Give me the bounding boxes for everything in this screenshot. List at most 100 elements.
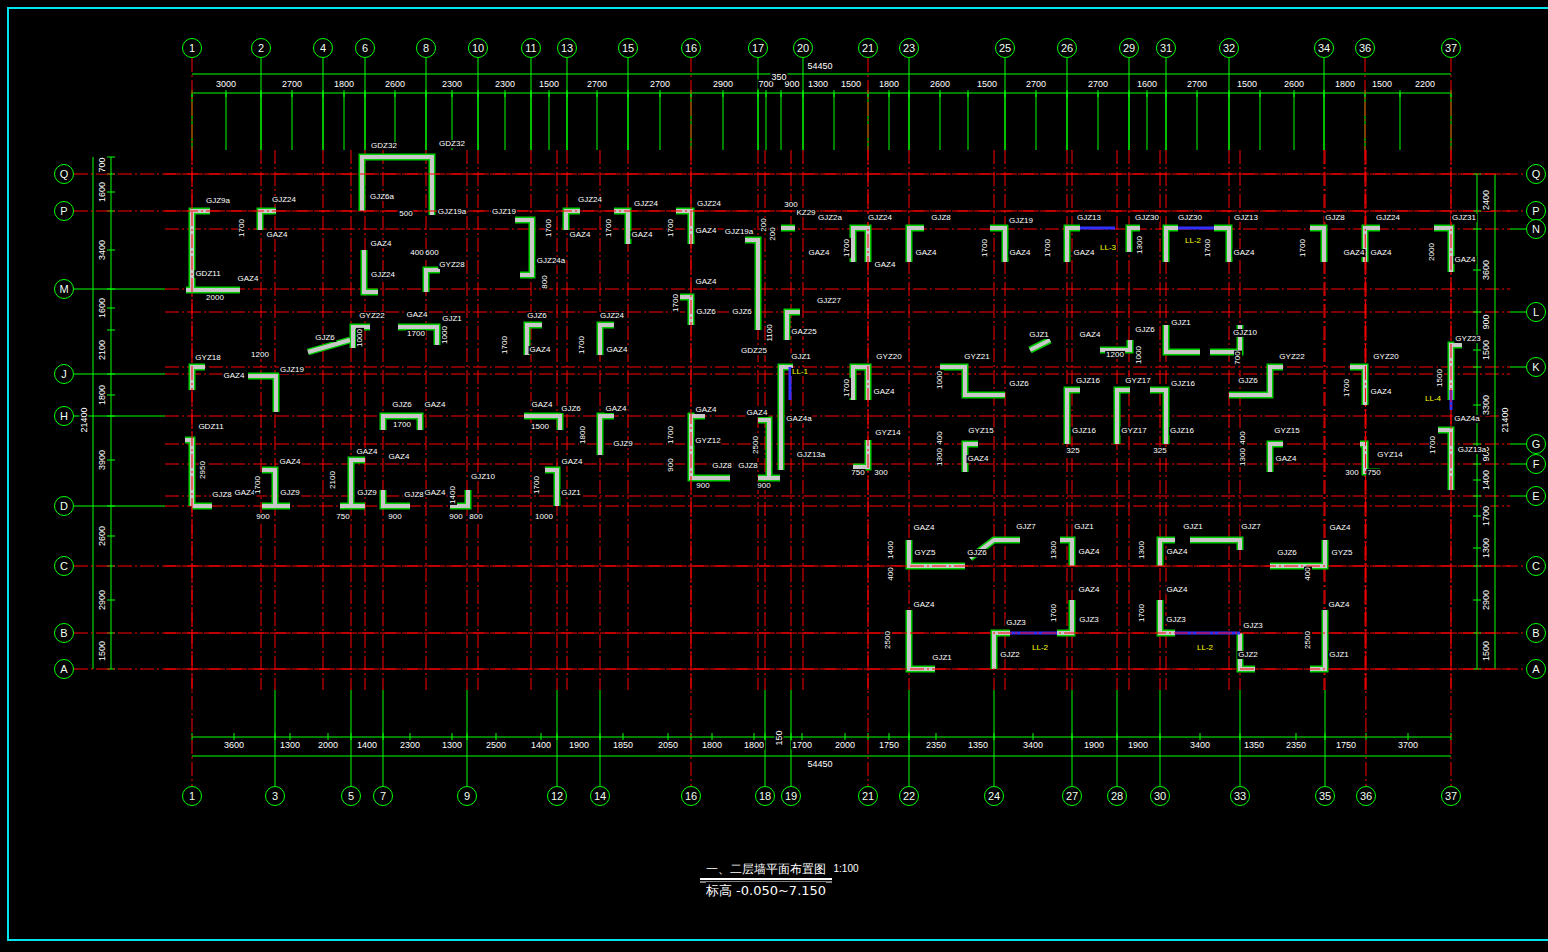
axis-leader (383, 690, 384, 786)
axis-bubble: 17 (748, 38, 768, 58)
dimension-text: 1400 (1482, 469, 1491, 491)
dimension-line (1240, 733, 1241, 740)
dimension-text: 3400 (1189, 741, 1211, 750)
wall-tag: 1700 (545, 218, 553, 238)
wall-tag: GJZ10 (470, 473, 496, 481)
dimension-line (226, 93, 227, 150)
wall-tag: 1700 (578, 335, 586, 355)
axis-bubble: 18 (755, 786, 775, 806)
wall-outline (260, 211, 276, 230)
axis-bubble: 33 (1230, 786, 1250, 806)
wall-tag: GJZ16 (1075, 377, 1101, 385)
grid-line (165, 416, 1510, 417)
axis-bubble: B (1526, 623, 1546, 643)
wall-body (853, 367, 868, 400)
wall-tag: GJZ8 (737, 462, 759, 470)
wall-body (1150, 390, 1166, 444)
wall-tag: 1700 (843, 238, 851, 258)
axis-bubble: K (1526, 357, 1546, 377)
axis-leader (600, 690, 601, 786)
wall-outline (853, 367, 868, 400)
wall-body (545, 470, 557, 506)
axis-leader (791, 690, 792, 786)
grid-axis-line (74, 669, 1526, 670)
axis-bubble: 13 (557, 38, 577, 58)
dimension-text: 2600 (98, 525, 107, 547)
dimension-line (557, 733, 558, 740)
wall-tag: 1500 (1436, 368, 1444, 388)
wall-tag: GJZ6 (526, 312, 548, 320)
axis-number: 20 (797, 43, 809, 54)
dimension-line (192, 93, 1451, 94)
wall-tag: GJZ3 (1078, 616, 1100, 624)
wall-tag: GDZ32 (370, 142, 398, 150)
axis-leader (1325, 690, 1326, 786)
axis-leader (74, 506, 165, 507)
axis-leader (467, 690, 468, 786)
wall-tag: 1100 (766, 323, 774, 342)
dimension-line (275, 733, 276, 740)
wall-tag: 1700 (238, 218, 246, 238)
wall-tag: GAZ4 (356, 448, 379, 456)
wall-body (398, 327, 437, 345)
axis-number: 19 (785, 791, 797, 802)
wall-tag: GJZ24 (370, 271, 396, 279)
dimension-text: 2100 (98, 339, 107, 361)
dimension-line (1473, 405, 1481, 406)
dimension-text: 1700 (791, 741, 813, 750)
axis-number: B (60, 628, 67, 639)
grid-line (365, 150, 366, 690)
dimension-line (781, 93, 782, 150)
wall-body (1117, 390, 1130, 444)
dimension-line (889, 733, 890, 740)
axis-bubble: 32 (1219, 38, 1239, 58)
wall-tag: 300 (783, 201, 798, 209)
wall-tag: GAZ4 (1328, 601, 1351, 609)
wall-tag: GJZ2 (999, 651, 1021, 659)
axis-number: 28 (1111, 791, 1123, 802)
dimension-line (1197, 93, 1198, 150)
axis-number: 31 (1160, 43, 1172, 54)
dimension-line (478, 93, 479, 150)
axis-number: N (1532, 224, 1540, 235)
dimension-line (1473, 444, 1481, 445)
dimension-line (1166, 93, 1167, 150)
grid-lines (74, 58, 1526, 786)
axis-number: 3 (272, 791, 278, 802)
wall-tag: GJZ3 (1242, 622, 1264, 630)
dimension-line (1260, 93, 1261, 150)
dimension-line (1229, 93, 1230, 150)
dimension-line (351, 733, 352, 740)
wall-tag: GAZ4 (279, 458, 302, 466)
dimension-text: 1300 (807, 80, 829, 89)
dimension-line (1160, 733, 1161, 740)
wall-body (192, 367, 205, 390)
dimension-line (1129, 93, 1130, 150)
wall-outline (192, 503, 212, 510)
wall-tag: GAZ4 (1370, 249, 1393, 257)
dimension-line (410, 733, 411, 740)
wall-tag: GAZ4 (1329, 524, 1352, 532)
wall-tag: 750 (335, 513, 350, 521)
axis-leader (994, 690, 995, 786)
wall-outline (262, 470, 275, 506)
wall-tag: 1000 (356, 328, 364, 348)
dimension-line (107, 308, 115, 309)
wall-tag: GAZ4 (873, 388, 896, 396)
wall-body (1057, 600, 1072, 633)
axis-bubble: 35 (1315, 786, 1335, 806)
axis-number: 16 (685, 791, 697, 802)
wall-tag: GJZ24a (536, 257, 566, 265)
wall-tag: 300 (1344, 469, 1359, 477)
wall-tag: GAZ4 (223, 372, 246, 380)
dimension-line (1098, 93, 1099, 150)
wall-tag: GAZ4 (631, 231, 654, 239)
dimension-text: 1500 (1371, 80, 1393, 89)
axis-leader (261, 58, 262, 150)
dimension-text: 2200 (1414, 80, 1436, 89)
wall-tag: GJZ1 (931, 654, 953, 662)
wall-outline (524, 416, 560, 430)
dimension-text: 1800 (98, 384, 107, 406)
axis-bubble: 1 (182, 786, 202, 806)
wall-outline (745, 240, 758, 330)
